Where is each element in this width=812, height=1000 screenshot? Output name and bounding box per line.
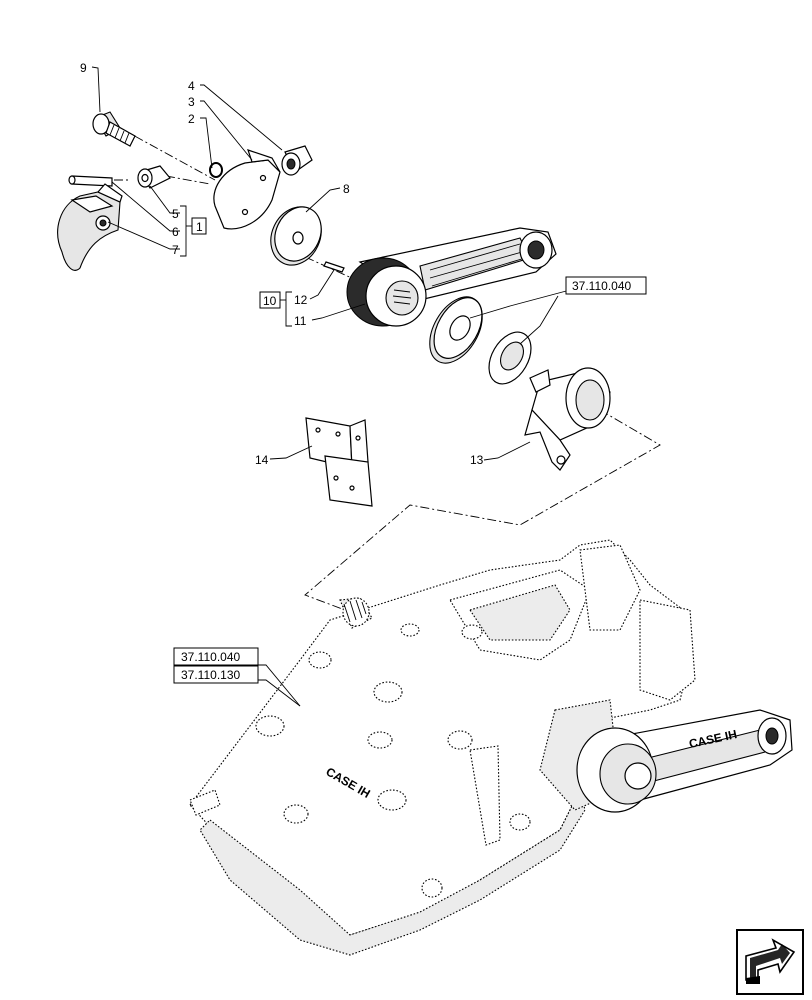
callout-11: 11	[294, 314, 307, 328]
callout-4: 4	[188, 79, 195, 93]
boxed-labels[interactable]: 1 10 37.110.040 37.110.040 37.110.130	[173, 217, 647, 684]
callout-10-box[interactable]	[259, 291, 281, 309]
part-3-plate	[213, 149, 281, 230]
callout-12: 12	[294, 293, 308, 307]
callout-5: 5	[172, 207, 179, 221]
part-9-bolt	[92, 111, 136, 147]
arm-washers	[429, 296, 532, 385]
part-4-bushing	[281, 145, 313, 176]
part-11-lift-arm	[346, 227, 557, 327]
leader-lines	[91, 66, 571, 707]
callout-14: 14	[255, 453, 269, 467]
ref-housing-1-link[interactable]: 37.110.040	[181, 650, 240, 664]
callout-10[interactable]: 10	[263, 294, 277, 308]
callout-labels: 9 4 3 2 8 5 6 7 12 11 13 14	[80, 61, 484, 467]
ref-housing-1-box[interactable]	[173, 647, 259, 666]
part-5-sleeve	[137, 165, 171, 189]
callout-8: 8	[343, 182, 350, 196]
callout-13: 13	[470, 453, 484, 467]
ref-housing-2-link[interactable]: 37.110.130	[181, 668, 240, 682]
previous-page-arrow-icon[interactable]	[736, 929, 804, 995]
part-2-snap-ring	[209, 162, 223, 178]
part-7-lever	[57, 183, 123, 271]
part-13-bushing-housing	[524, 367, 611, 471]
ref-arm-link[interactable]: 37.110.040	[572, 279, 631, 293]
part-8-washer	[270, 206, 322, 266]
ref-arm-box[interactable]	[565, 276, 647, 295]
callout-7: 7	[172, 243, 179, 257]
callout-3: 3	[188, 95, 195, 109]
assembly-lines	[80, 127, 661, 611]
assembled-lift-arm: CASE IH	[539, 699, 793, 813]
callout-1-box[interactable]	[191, 217, 207, 235]
lift-housing: CASE IH	[189, 539, 696, 956]
callout-9: 9	[80, 61, 87, 75]
part-12-pin	[323, 261, 345, 273]
callout-1[interactable]: 1	[196, 220, 203, 234]
callout-6: 6	[172, 225, 179, 239]
ref-housing-2-box[interactable]	[173, 665, 259, 684]
callout-2: 2	[188, 112, 195, 126]
part-6-pin	[68, 175, 113, 187]
part-14-bracket	[305, 417, 373, 507]
